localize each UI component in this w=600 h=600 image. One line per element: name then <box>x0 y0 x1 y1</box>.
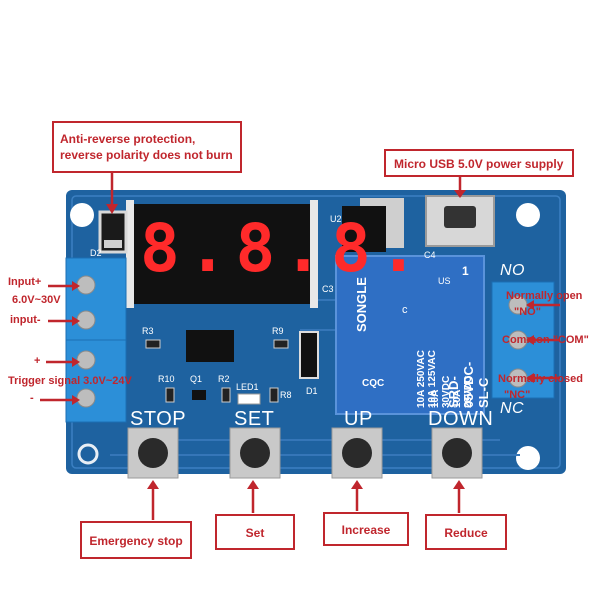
relay-brand: SONGLE <box>354 277 369 332</box>
silk-d2: D2 <box>90 248 102 258</box>
arrowhead <box>72 316 80 326</box>
mounting-hole-bottom-right <box>516 446 540 470</box>
arrowhead <box>106 204 118 214</box>
silk-stop: STOP <box>130 408 187 430</box>
arrowhead <box>72 281 80 291</box>
arrowhead <box>247 480 259 489</box>
relay-model: SRD-05VDC-SL-C <box>446 361 491 408</box>
silk-r2: R2 <box>218 374 230 384</box>
down-button-cap[interactable] <box>442 438 472 468</box>
mounting-hole-top-left <box>70 203 94 227</box>
arrowhead <box>526 373 534 383</box>
silk-r10: R10 <box>158 374 175 384</box>
relay-us-mark: US <box>438 276 451 286</box>
label-trigger: Trigger signal 3.0V~24V <box>8 375 132 387</box>
relay-text: 1 US c CQC SONGLE 10A 250VAC 10A 125VAC … <box>354 262 491 410</box>
arrowhead <box>454 190 466 198</box>
label-input-minus: input- <box>10 314 41 326</box>
callout-arrows <box>40 173 560 520</box>
label-minus: - <box>30 392 34 404</box>
label-common: Common "COM" <box>502 334 589 346</box>
arrowhead <box>147 480 159 489</box>
mounting-hole-top-right <box>516 203 540 227</box>
display-housing <box>132 204 312 304</box>
up-button-cap[interactable] <box>342 438 372 468</box>
silk-up: UP <box>344 408 373 430</box>
callout-increase-text: Increase <box>341 523 391 537</box>
regulator-u2 <box>342 206 386 252</box>
callout-reduce-text: Reduce <box>444 526 488 540</box>
resistor-r2 <box>221 387 231 403</box>
terminal-block-left-bottom <box>65 339 127 423</box>
silk-no: NO <box>500 262 525 279</box>
silk-down: DOWN <box>428 408 494 430</box>
arrow-heads <box>72 190 534 489</box>
label-normally-open: Normally open <box>506 290 583 302</box>
callout-usb: Micro USB 5.0V power supply <box>384 149 574 177</box>
callout-anti-reverse-line-2: reverse polarity does not burn <box>60 148 233 162</box>
screw-terminal <box>76 350 96 370</box>
arrowhead <box>526 335 534 345</box>
callout-set-text: Set <box>245 526 265 540</box>
pcb-trace <box>110 299 520 456</box>
chip-q <box>186 330 234 362</box>
label-normally-closed: Normally closed <box>498 373 583 385</box>
terminal-block-left-top <box>65 257 127 341</box>
callout-reduce: Reduce <box>425 514 507 550</box>
silk-r3: R3 <box>142 326 154 336</box>
silk-u2: U2 <box>330 214 342 224</box>
silk-q1: Q1 <box>190 374 203 384</box>
callout-usb-text: Micro USB 5.0V power supply <box>394 157 564 171</box>
arrowhead <box>72 357 80 367</box>
label-nc: "NC" <box>504 389 531 401</box>
resistor-r8 <box>269 387 279 403</box>
relay-number: 1 <box>462 264 469 278</box>
callout-anti-reverse: Anti-reverse protection, reverse polarit… <box>52 121 242 173</box>
callout-emergency-stop-text: Emergency stop <box>89 534 183 548</box>
silk-r9: R9 <box>272 326 284 336</box>
stop-button-cap[interactable] <box>138 438 168 468</box>
silk-led1: LED1 <box>236 382 259 392</box>
mounting-hole-bottom-left <box>77 443 99 465</box>
screw-terminal <box>76 388 96 408</box>
arrowhead <box>351 480 363 489</box>
callout-anti-reverse-line-1: Anti-reverse protection, <box>60 132 196 146</box>
resistor-r3 <box>145 339 161 349</box>
silk-c3: C3 <box>322 284 334 294</box>
relay-cert: CQC <box>362 378 385 389</box>
diode-d2-band <box>104 240 122 248</box>
silk-d1: D1 <box>306 386 318 396</box>
label-voltage-range: 6.0V~30V <box>12 294 61 306</box>
led1 <box>237 393 261 405</box>
arrowhead <box>72 395 80 405</box>
silk-nc: NC <box>500 400 525 417</box>
arrowhead <box>453 480 465 489</box>
label-plus: + <box>34 355 41 367</box>
display-bezel-right <box>310 200 318 308</box>
silk-c4: C4 <box>424 250 436 260</box>
resistor-r10 <box>165 387 175 403</box>
set-button-cap[interactable] <box>240 438 270 468</box>
label-input-plus: Input+ <box>8 276 42 288</box>
diode-d1 <box>299 331 319 379</box>
arrowhead <box>526 300 534 310</box>
callout-set: Set <box>215 514 295 550</box>
callout-emergency-stop: Emergency stop <box>80 521 192 559</box>
label-no: "NO" <box>514 306 541 318</box>
seven-segment-display: 8.8.8. <box>140 210 427 287</box>
micro-usb-opening <box>444 206 476 228</box>
silk-set: SET <box>234 408 275 430</box>
transistor-q1 <box>192 390 206 400</box>
resistor-r9 <box>273 339 289 349</box>
screw-terminal <box>76 310 96 330</box>
silk-r8: R8 <box>280 390 292 400</box>
relay-c-mark: c <box>402 304 408 316</box>
display-bezel <box>126 200 134 308</box>
screw-terminal <box>76 275 96 295</box>
relay-body <box>335 255 485 415</box>
callout-increase: Increase <box>323 512 409 546</box>
